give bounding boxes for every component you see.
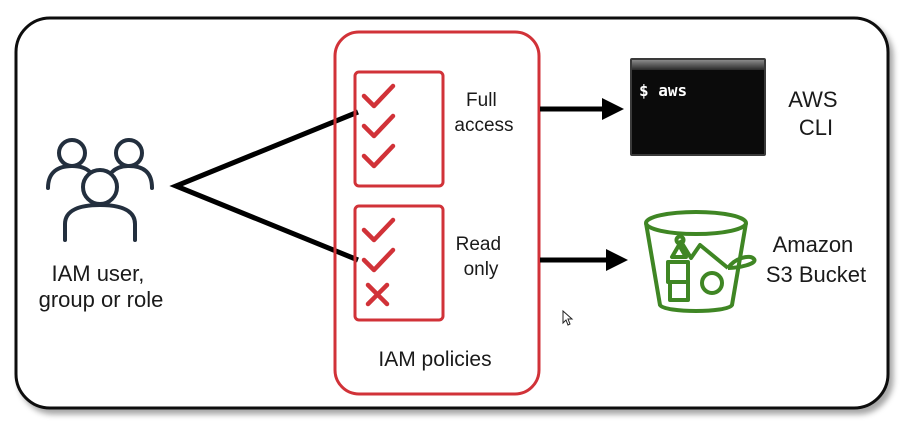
s3-label-line1: Amazon — [773, 232, 854, 257]
policy-label-line2: only — [464, 259, 499, 280]
terminal-icon: $ aws — [630, 58, 766, 156]
identity-label-line1: IAM user, — [51, 261, 144, 286]
identity-label-line2: group or role — [39, 287, 164, 312]
mouse-pointer-icon — [562, 309, 574, 326]
arrow-to-cli — [540, 98, 624, 120]
s3-label-line2: S3 Bucket — [766, 262, 866, 287]
policy-label: Read only — [456, 234, 507, 280]
iam-policies-container — [333, 30, 541, 396]
check-icon — [361, 247, 396, 273]
s3-label: Amazon S3 Bucket — [766, 232, 866, 287]
policy-checklist-box — [353, 204, 445, 322]
policy-checklist-box — [353, 70, 445, 188]
identity-label: IAM user, group or role — [39, 261, 164, 312]
check-icon — [361, 217, 396, 243]
cli-label: AWS CLI — [788, 87, 843, 140]
cli-label-line1: AWS — [788, 87, 837, 112]
policy-full-access: Full access — [353, 70, 514, 188]
policy-label-line1: Read — [456, 234, 501, 255]
s3-bucket-icon — [644, 210, 757, 313]
check-icon — [361, 113, 396, 139]
terminal-prompt: $ aws — [639, 81, 687, 100]
cross-icon — [365, 282, 390, 307]
policy-read-only: Read only — [353, 204, 507, 322]
policy-label-line2: access — [454, 115, 513, 136]
policy-label-line1: Full — [466, 90, 497, 111]
policy-label: Full access — [454, 90, 513, 136]
cli-label-line2: CLI — [799, 115, 833, 140]
connector-to-full-access — [169, 109, 359, 263]
check-icon — [361, 83, 396, 109]
arrow-to-s3 — [540, 249, 628, 271]
iam-policies-label: IAM policies — [378, 348, 491, 371]
check-icon — [361, 143, 396, 169]
users-group-icon — [46, 138, 154, 242]
identity-connectors — [169, 109, 359, 263]
